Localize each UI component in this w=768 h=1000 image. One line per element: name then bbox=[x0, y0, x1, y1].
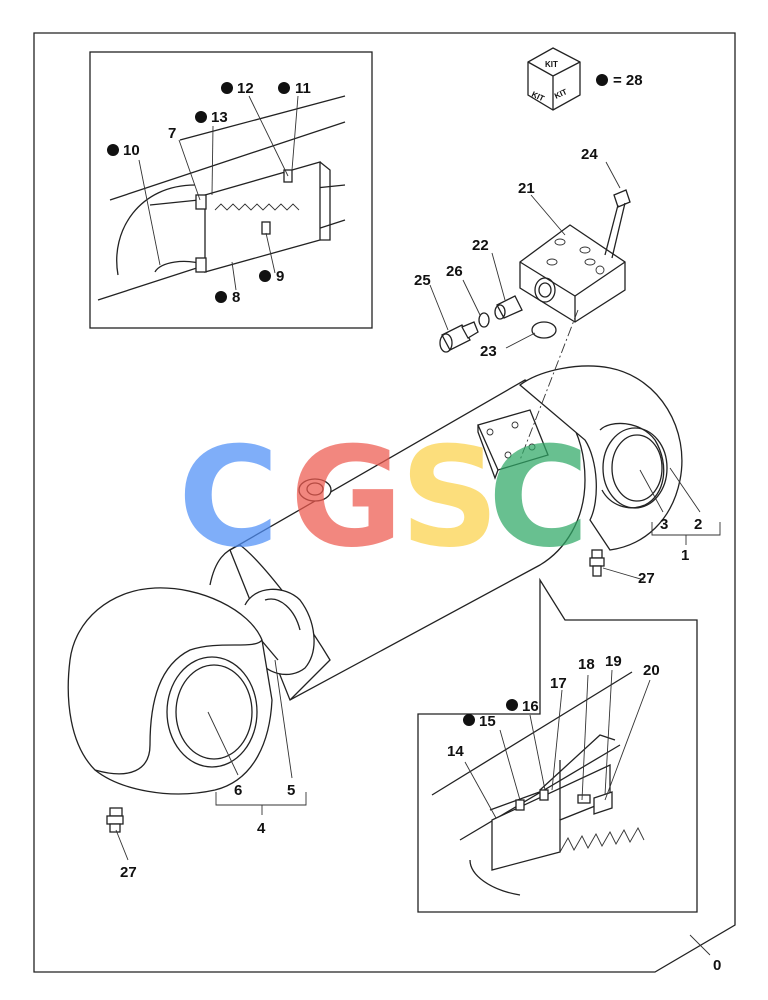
label-26: 26 bbox=[446, 263, 463, 280]
kit-legend-text: = 28 bbox=[613, 72, 643, 89]
label-19: 19 bbox=[605, 653, 622, 670]
label-14: 14 bbox=[447, 743, 464, 760]
label-18: 18 bbox=[578, 656, 595, 673]
label-7: 7 bbox=[168, 125, 176, 142]
detail-inset-top-left bbox=[89, 51, 373, 329]
rod-eye-bushing bbox=[166, 656, 258, 768]
kit-legend-bullet bbox=[596, 74, 608, 86]
label-2: 2 bbox=[694, 516, 702, 533]
label-17: 17 bbox=[550, 675, 567, 692]
watermark-letter-4: C bbox=[488, 417, 589, 578]
kit-symbol: KIT KIT KIT = 28 bbox=[527, 47, 643, 111]
valve-block-group bbox=[439, 189, 631, 461]
label-9: 9 bbox=[276, 268, 284, 285]
label-27-bottom: 27 bbox=[120, 864, 137, 881]
watermark-letter-2: G bbox=[290, 417, 403, 578]
grease-nipple-tube-eye bbox=[589, 549, 605, 577]
grease-nipple-rod-eye bbox=[106, 807, 124, 833]
label-0: 0 bbox=[713, 957, 721, 974]
label-4: 4 bbox=[257, 820, 266, 837]
part-labels: 10 7 13 12 11 9 8 24 21 22 26 25 23 3 2 … bbox=[120, 80, 721, 974]
label-10: 10 bbox=[123, 142, 140, 159]
cylinder-assembly bbox=[67, 365, 683, 833]
label-8: 8 bbox=[232, 289, 240, 306]
label-6: 6 bbox=[234, 782, 242, 799]
label-25: 25 bbox=[414, 272, 431, 289]
label-12: 12 bbox=[237, 80, 254, 97]
label-13: 13 bbox=[211, 109, 228, 126]
inset-frame-bottom-right bbox=[417, 577, 698, 913]
leader-lines bbox=[115, 95, 721, 956]
watermark-letter-1: C bbox=[178, 417, 279, 578]
valve-block bbox=[519, 224, 626, 323]
label-11: 11 bbox=[295, 80, 311, 97]
detail-inset-bottom-right bbox=[417, 577, 698, 913]
label-24: 24 bbox=[581, 146, 598, 163]
label-1: 1 bbox=[681, 547, 689, 564]
outer-frame bbox=[33, 32, 736, 973]
inset-frame-top-left bbox=[89, 51, 373, 329]
label-15: 15 bbox=[479, 713, 496, 730]
tube-eye-bushing bbox=[602, 427, 668, 509]
label-3: 3 bbox=[660, 516, 668, 533]
label-5: 5 bbox=[287, 782, 295, 799]
kit-box-text-top: KIT bbox=[545, 60, 558, 69]
kit-bullets bbox=[107, 82, 518, 726]
label-27-top: 27 bbox=[638, 570, 655, 587]
label-21: 21 bbox=[518, 180, 535, 197]
tube-eye bbox=[518, 365, 683, 551]
watermark-letter-3: S bbox=[400, 417, 499, 578]
label-22: 22 bbox=[472, 237, 489, 254]
label-23: 23 bbox=[480, 343, 497, 360]
label-20: 20 bbox=[643, 662, 660, 679]
watermark-cgsc: C G S C bbox=[178, 417, 589, 578]
label-16: 16 bbox=[522, 698, 539, 715]
